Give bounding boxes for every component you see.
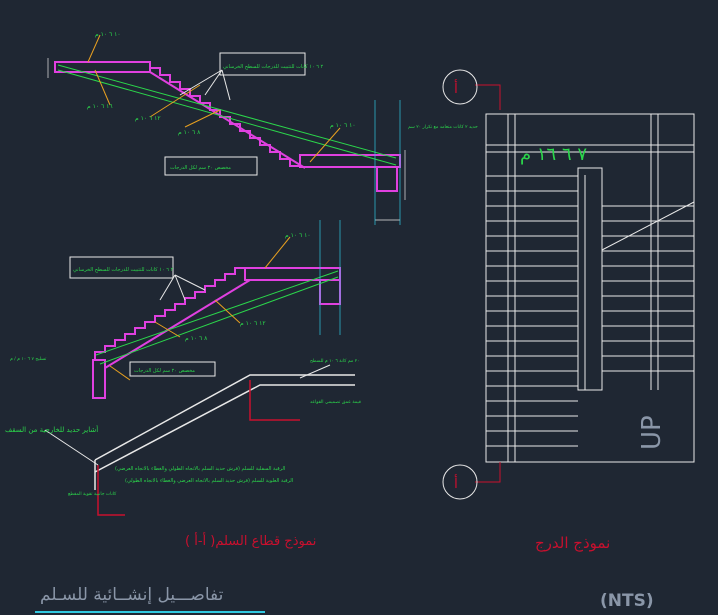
lower-rebar-label-2: ١٢ ٦ ١٠ م xyxy=(240,320,266,327)
upper-leader-box xyxy=(179,69,223,96)
lower-bottom-box xyxy=(129,361,216,377)
upper-stair-section: ٢ ٦ ١٠ كانات للتثبيت للدرجات للسطح الخرس… xyxy=(47,31,478,225)
lower-leader-2 xyxy=(214,299,241,324)
footer: تفاصـــيل إنشــائية للسـلم (NTS) xyxy=(35,585,654,613)
slab-desc-1: الرقبة السفلية للسلم (فرش حديد السلم بال… xyxy=(115,466,285,472)
lower-beam xyxy=(319,279,341,305)
lower-note-box-text: ٢ ٦ ١٠ كانات للتثبيت للدرجات للسطح الخرس… xyxy=(73,267,174,273)
footer-scale: (NTS) xyxy=(600,591,654,611)
upper-right-note: حديد ٢ كانات متعامد مع تكرار ٢٠ سم xyxy=(408,124,478,130)
lower-bottom-beam xyxy=(92,359,106,399)
plan-title: نموذج الدرج xyxy=(535,534,610,553)
upper-bottom-box xyxy=(164,156,258,176)
upper-rebar-label-2: ١٦ ٦ ١٠ م xyxy=(87,103,113,110)
slab-leader-a xyxy=(44,429,99,466)
slab-desc-2: الرقبة العلوية للسلم (فرش حديد السلم بال… xyxy=(125,478,293,484)
plan-rebar-note: ٧ ٦ ١٦ م xyxy=(520,144,587,165)
section-marker-top-label: أ xyxy=(454,79,458,97)
upper-leader-1 xyxy=(87,34,101,63)
upper-rebar-label-4: ٨ ٦ ١٠ م xyxy=(178,129,201,136)
section-marker-top xyxy=(442,69,478,105)
lower-rebar-label-1: ١٠ ٦ ١٠ م xyxy=(285,232,311,239)
lower-leader-box3 xyxy=(174,274,206,291)
upper-landing-slab xyxy=(54,61,151,73)
plan-left-treads xyxy=(486,175,578,447)
lower-leader-box xyxy=(159,274,176,301)
upper-leader-3 xyxy=(149,84,201,118)
stair-plan: أ أ ٧ ٦ ١٦ م UP نموذج الدرج xyxy=(442,69,695,553)
section-title: نموذج قطاع السلم( أ-أ ) xyxy=(185,532,316,549)
lower-leader-1 xyxy=(264,236,291,269)
plan-up-label: UP xyxy=(637,415,667,450)
upper-flight-soffit xyxy=(149,71,306,169)
upper-leader-2 xyxy=(94,69,111,106)
lower-note-box xyxy=(69,256,174,279)
plan-well xyxy=(577,167,603,391)
upper-rebar-bottom xyxy=(57,69,397,166)
lower-rebar-label-3: ٨ ٦ ١٠ م xyxy=(185,335,208,342)
anchor-note: أشاير حديد للخارجية من السقف xyxy=(5,425,98,434)
upper-rebar-label-3: ١٢ ٦ ١٠ م xyxy=(135,115,161,122)
lower-flight-steps xyxy=(94,267,245,360)
lower-flight-soffit xyxy=(104,279,251,369)
upper-leader-4 xyxy=(184,109,221,128)
slab-right-note-2: قيمة عمق تصميمي القواعد xyxy=(310,400,361,405)
slab-outline-bottom xyxy=(94,384,355,473)
upper-rebar-label-5: ١٠ ٦ ١٠ م xyxy=(330,122,356,129)
upper-bottom-box-text: مخصص ٢٠ سم لكل الدرجات xyxy=(170,165,231,171)
slab-red-bar-2 xyxy=(97,465,125,516)
slab-detail: أشاير حديد للخارجية من السقف الرقبة السف… xyxy=(5,358,361,516)
lower-leader-3 xyxy=(154,321,181,338)
upper-rebar-top xyxy=(57,64,397,159)
upper-note-box-text: ٢ ٦ ١٠ كانات للتثبيت للدرجات للسطح الخرس… xyxy=(223,64,324,70)
slab-leader-b xyxy=(299,364,331,379)
lower-stair-section: ٢ ٦ ١٠ كانات للتثبيت للدرجات للسطح الخرس… xyxy=(10,220,341,399)
slab-right-note-1: ٢٠ مم كانة ٦ ١٠ م للسطح xyxy=(310,358,360,364)
upper-leader-5 xyxy=(309,127,341,163)
lower-left-note: تسليح ٧ ٦ ١٠ م / م xyxy=(10,356,47,362)
plan-section-cut xyxy=(475,84,501,110)
lower-leader-4 xyxy=(109,365,131,381)
section-marker-bottom-label: أ xyxy=(454,474,458,492)
plan-break-line xyxy=(601,201,695,251)
lower-rebar-top xyxy=(95,270,339,356)
lower-bottom-box-text: مخصص ٢٠ سم لكل الدرجات xyxy=(134,368,195,374)
upper-leader-box2 xyxy=(204,69,223,96)
plan-frame xyxy=(485,113,695,463)
upper-beam xyxy=(376,166,398,192)
slab-outline-top xyxy=(94,374,355,461)
footer-main-title: تفاصـــيل إنشــائية للسـلم xyxy=(40,585,224,605)
plan-section-cut-bottom xyxy=(475,462,501,483)
plan-right-treads xyxy=(602,205,694,372)
upper-note-box xyxy=(219,52,306,76)
slab-red-bar-1 xyxy=(249,380,300,421)
section-marker-bottom xyxy=(442,464,478,500)
lower-leader-box2 xyxy=(174,274,186,301)
slab-right-note-3: كانات جانبية تقوية المقطع xyxy=(68,491,117,497)
lower-top-landing xyxy=(244,267,341,281)
upper-rebar-label-1: ١٠ ٦ ١٠ م xyxy=(95,31,121,38)
lower-rebar-bottom xyxy=(99,276,339,365)
